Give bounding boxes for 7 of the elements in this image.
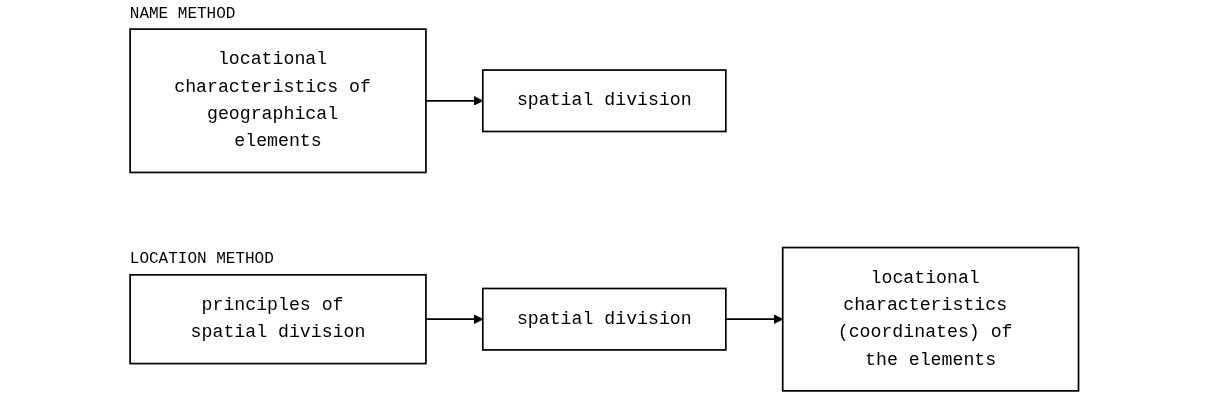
node-box: locational characteristics (coordinates) of the elements [781, 246, 1080, 392]
node-box: spatial division [481, 68, 727, 132]
node-box: spatial division [481, 287, 727, 351]
section-heading: NAME METHOD [129, 4, 236, 23]
node-box: principles of spatial division [128, 273, 427, 364]
node-box: locational characteristics of geographical elements [128, 27, 427, 173]
section-heading: LOCATION METHOD [129, 250, 274, 269]
